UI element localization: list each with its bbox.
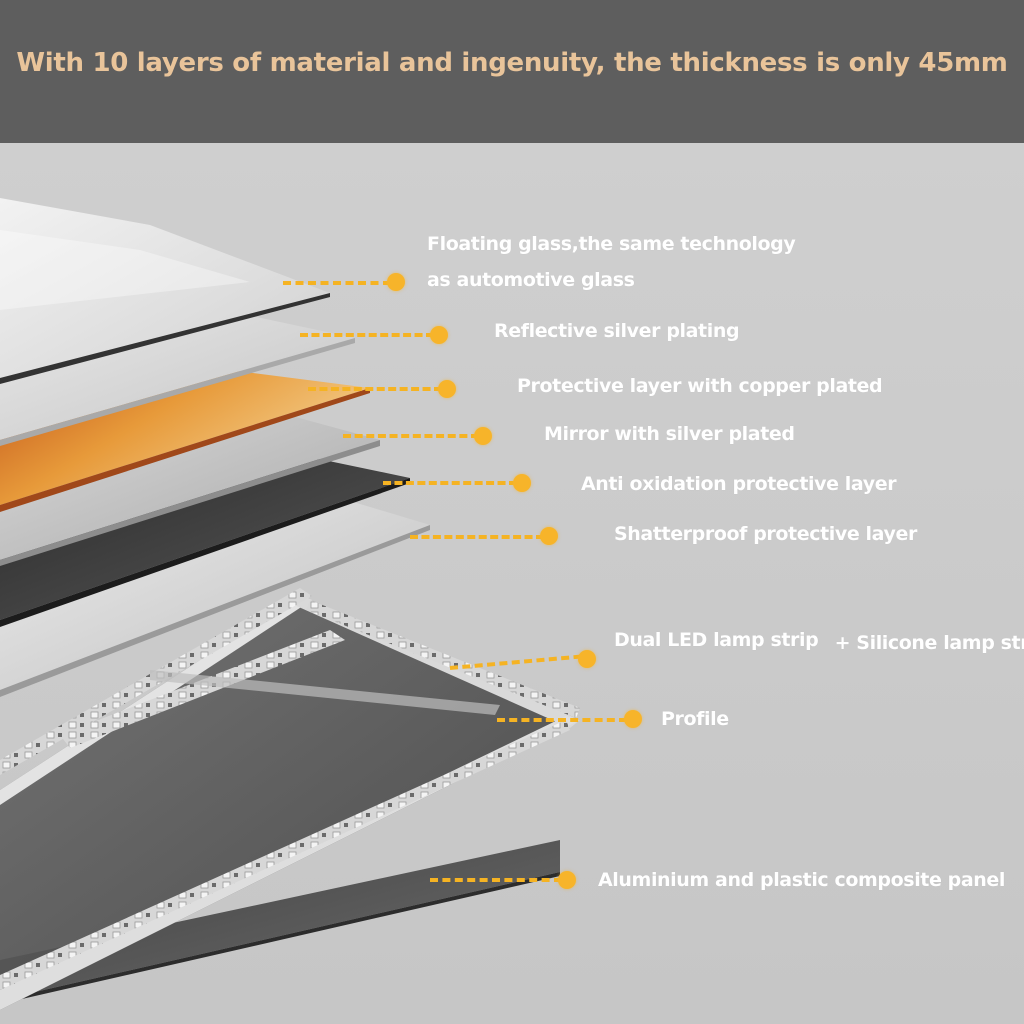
page-title: With 10 layers of material and ingenuity… <box>16 48 1008 78</box>
leader-copper-layer <box>308 387 442 391</box>
callout-dot-led-strip <box>578 650 596 668</box>
label-composite-panel: Aluminium and plastic composite panel <box>598 869 1006 891</box>
anti-oxidation-layer <box>0 455 410 620</box>
label-led-strip-line2: + Silicone lamp strip <box>834 632 1024 654</box>
callout-dot-floating-glass <box>387 273 405 291</box>
callout-dot-reflective-silver <box>430 326 448 344</box>
label-led-strip-line1: Dual LED lamp strip <box>614 629 819 651</box>
label-reflective-silver: Reflective silver plating <box>494 320 740 342</box>
composite-panel-layer <box>0 840 560 1000</box>
label-shatterproof: Shatterproof protective layer <box>614 523 917 545</box>
leader-reflective-silver <box>300 333 434 337</box>
label-copper-layer: Protective layer with copper plated <box>517 375 883 397</box>
callout-dot-copper-layer <box>438 380 456 398</box>
callout-dot-anti-oxidation <box>513 474 531 492</box>
callout-dot-mirror-silver <box>474 427 492 445</box>
callout-dot-composite-panel <box>558 871 576 889</box>
label-led-strip: Dual LED lamp strip + Silicone lamp stri… <box>614 629 1024 654</box>
leader-floating-glass <box>283 281 391 285</box>
label-floating-glass-line1: Floating glass,the same technology <box>427 233 796 255</box>
leader-composite-panel <box>430 878 562 882</box>
leader-shatterproof <box>410 535 544 539</box>
callout-dot-profile <box>624 710 642 728</box>
shatterproof-layer <box>0 495 430 690</box>
floating-glass-layer <box>0 198 330 378</box>
leader-profile <box>497 718 627 722</box>
label-profile: Profile <box>661 708 729 730</box>
mirror-silver-layer <box>0 410 380 560</box>
label-floating-glass: Floating glass,the same technology as au… <box>427 233 796 291</box>
label-anti-oxidation: Anti oxidation protective layer <box>581 473 897 495</box>
leader-mirror-silver <box>343 434 479 438</box>
leader-anti-oxidation <box>383 481 517 485</box>
profile-frame-layer <box>0 588 580 1010</box>
label-mirror-silver: Mirror with silver plated <box>544 423 795 445</box>
callout-dot-shatterproof <box>540 527 558 545</box>
header-banner: With 10 layers of material and ingenuity… <box>0 0 1024 143</box>
label-floating-glass-line2: as automotive glass <box>427 269 635 291</box>
